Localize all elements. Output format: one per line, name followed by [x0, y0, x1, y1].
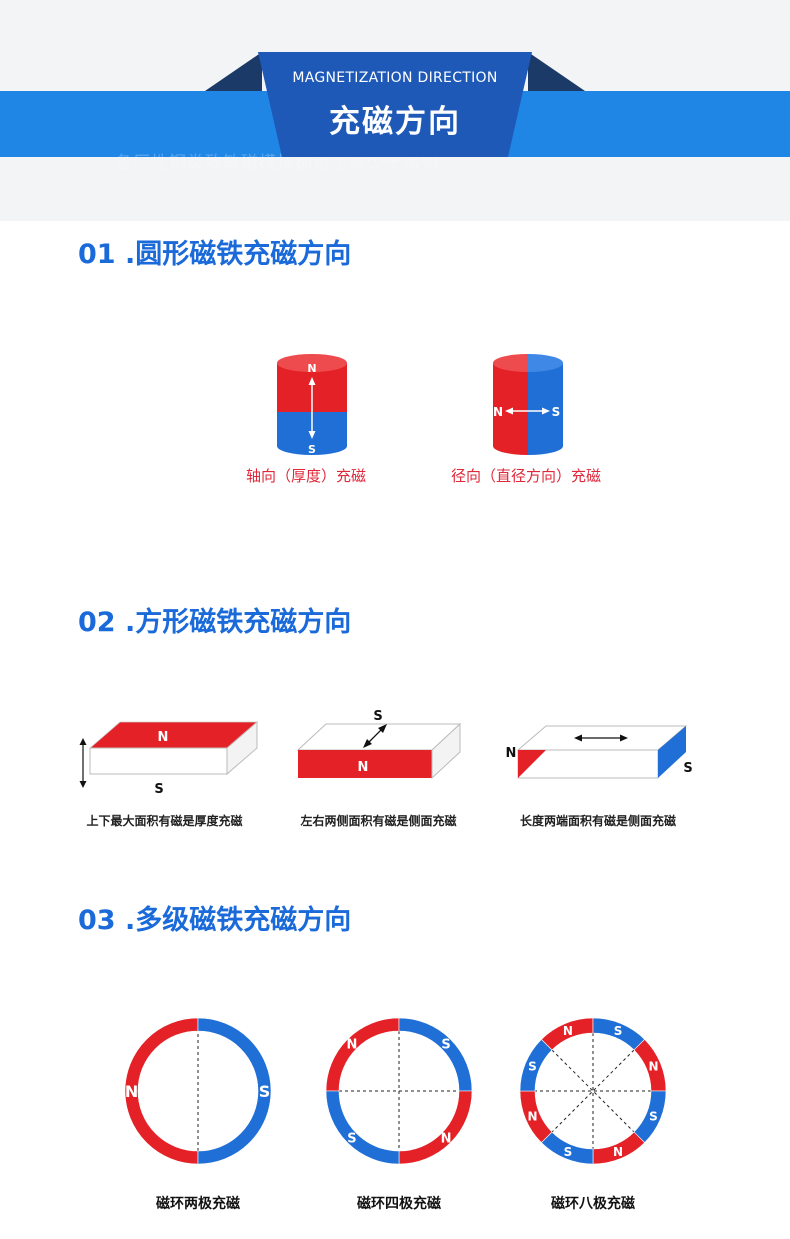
block-length-label: 长度两端面积有磁是侧面充磁: [519, 814, 676, 828]
ring-pole-label: N: [563, 1024, 573, 1038]
ring-eight-pole-label: 磁环八极充磁: [551, 1196, 635, 1212]
svg-text:N: N: [493, 405, 503, 419]
svg-text:S: S: [552, 405, 561, 419]
svg-text:N: N: [358, 760, 369, 775]
ring-four-pole-diagram: N S N S: [326, 1018, 472, 1164]
svg-text:S: S: [308, 443, 316, 456]
ring-segment-S: [398, 1018, 472, 1092]
axial-label: 轴向（厚度）充磁: [246, 467, 367, 485]
section-title-square: 02 .方形磁铁充磁方向: [78, 607, 352, 638]
block-thickness-diagram: N S: [79, 720, 259, 797]
section-title-multipole: 03 .多级磁铁充磁方向: [78, 905, 352, 936]
ring-pole-label: S: [614, 1024, 623, 1038]
ring-pole-label: N: [648, 1059, 658, 1073]
header-title: 充磁方向: [329, 104, 461, 140]
ring-eight-pole-diagram: N S N S N S N S: [520, 1018, 666, 1164]
ring-pole-label: N: [441, 1132, 452, 1147]
ring-divider-line: [551, 1049, 635, 1133]
ring-segment-S: [326, 1090, 400, 1164]
block-length-diagram: N S: [506, 725, 693, 779]
ring-segment-S: [520, 1038, 553, 1092]
ring-pole-label: S: [528, 1059, 537, 1073]
ring-pole-label: N: [347, 1038, 358, 1053]
header-banner-shape: [205, 52, 585, 157]
svg-text:S: S: [154, 782, 163, 797]
svg-text:S: S: [683, 761, 692, 776]
svg-text:N: N: [307, 362, 316, 375]
ring-divider-line: [551, 1049, 635, 1133]
ring-four-pole-label: 磁环四极充磁: [357, 1196, 441, 1212]
svg-text:N: N: [158, 730, 169, 745]
ring-pole-label: S: [259, 1082, 271, 1101]
block-side-diagram: S N: [296, 709, 462, 780]
header-subtitle: MAGNETIZATION DIRECTION: [292, 70, 498, 86]
ring-pole-label: N: [125, 1082, 138, 1101]
ring-pole-label: S: [441, 1038, 450, 1053]
ring-pole-label: S: [564, 1145, 573, 1159]
axial-cylinder-diagram: N S: [277, 354, 347, 456]
ring-pole-label: N: [613, 1145, 623, 1159]
ring-pole-label: N: [527, 1109, 537, 1123]
svg-text:N: N: [506, 746, 517, 761]
block-side-label: 左右两侧面积有磁是侧面充磁: [300, 814, 457, 828]
section-title-round: 01 .圆形磁铁充磁方向: [78, 239, 352, 270]
ring-segment-N: [326, 1018, 400, 1092]
radial-label: 径向（直径方向）充磁: [451, 467, 602, 485]
ring-pole-label: S: [347, 1132, 356, 1147]
block-thickness-label: 上下最大面积有磁是厚度充磁: [86, 814, 243, 828]
ring-segment-N: [398, 1090, 472, 1164]
ring-two-pole-label: 磁环两极充磁: [156, 1196, 240, 1212]
ring-pole-label: S: [649, 1109, 658, 1123]
ring-segment-S: [197, 1018, 271, 1164]
svg-text:S: S: [373, 709, 382, 724]
header-ghost-text: 各厂性钢类致敏磁模技都滑了需少十事如: [115, 153, 439, 173]
radial-cylinder-diagram: N S: [493, 354, 563, 455]
